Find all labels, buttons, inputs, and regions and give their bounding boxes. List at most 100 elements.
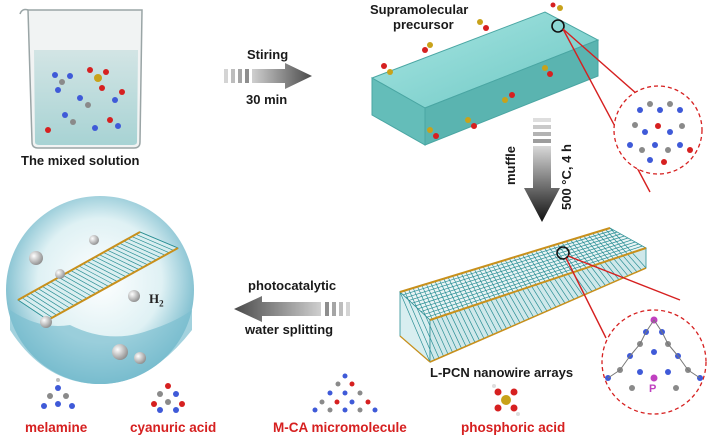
nanowire-strand: [78, 265, 114, 285]
nanowire-strand: [417, 239, 632, 310]
nanowire-strand: [583, 235, 620, 280]
nanowire-strand: [426, 245, 643, 318]
h2-bubble: [55, 269, 65, 279]
stirring-time-label: 30 min: [246, 92, 288, 107]
nanowire-strand: [504, 259, 539, 316]
nanowire-zoom-point: [556, 246, 570, 260]
nanowire-strand: [408, 233, 621, 301]
nanowire-strand: [115, 245, 153, 263]
nanowire-strand: [402, 229, 614, 296]
cyanuric-acid-icon: [151, 383, 185, 413]
nanowire-strand: [592, 233, 629, 277]
h2-bubble: [128, 290, 140, 302]
nanowire-strand: [91, 258, 127, 278]
nanowire-strand: [54, 279, 88, 299]
h2-bubble: [89, 235, 99, 245]
nanowire-strand: [495, 262, 530, 320]
nanowire-strand: [408, 289, 440, 359]
beaker: [19, 8, 143, 149]
nanowire-strand: [482, 266, 516, 325]
nanowire-strand: [74, 267, 109, 287]
nanowire-strand: [517, 255, 552, 310]
precursor-label-line1: Supramolecular: [370, 2, 469, 17]
nanowire-strand: [111, 247, 148, 266]
nanowire-strand: [399, 291, 431, 363]
nanowire-strand: [70, 270, 105, 290]
nanowire-strand: [66, 272, 101, 292]
nanowire-strand: [491, 263, 525, 322]
nanowire-strand: [131, 236, 170, 254]
precursor-block: [370, 2, 600, 146]
nanowire-strand: [38, 288, 70, 309]
nanowire-strand: [605, 229, 642, 271]
h2-bubble: [29, 251, 43, 265]
water-sphere: [6, 196, 194, 384]
calcination-label: 500 °C, 4 h: [559, 144, 574, 210]
nanowire-strand: [123, 240, 161, 258]
nanowire-strand: [411, 235, 625, 304]
stirring-label: Stiring: [247, 47, 289, 62]
mca-icon: [312, 373, 378, 413]
nanowire-strand: [17, 299, 49, 321]
muffle-label: muffle: [503, 146, 518, 185]
nanowire-strand: [103, 252, 140, 270]
phosphoric-acid-icon: [492, 384, 520, 416]
legend-melamine: melamine: [25, 420, 88, 435]
nanowire-strand: [21, 297, 53, 318]
legend-mca: M-CA micromolecule: [273, 420, 407, 435]
pcn-network: [605, 316, 703, 391]
phosphorus-label: P: [649, 383, 657, 395]
h2-bubble: [134, 352, 146, 364]
nanowire-strand: [417, 286, 449, 355]
nanowire-strand: [587, 234, 624, 279]
precursor-label-line2: precursor: [393, 17, 454, 32]
nanowire-strand: [404, 290, 435, 361]
nanowire-strand: [62, 274, 96, 294]
nanowire-strand: [58, 277, 92, 297]
h2-symbol: H: [149, 291, 160, 306]
melamine-icon: [41, 378, 75, 409]
sphere-nanowire-lines: [17, 231, 179, 321]
nanowire-strand: [82, 263, 118, 282]
nanowire-strand: [25, 295, 57, 316]
mixed-solution-label: The mixed solution: [21, 153, 140, 168]
nanowire-strand: [423, 243, 639, 315]
nanowire-strand: [135, 233, 174, 251]
nanowire-strand: [405, 231, 618, 298]
h2-label: H2: [149, 291, 164, 309]
legend-cyanuric-acid: cyanuric acid: [130, 420, 217, 435]
nanowire-strand: [99, 254, 135, 273]
nanowire-strand: [34, 290, 66, 311]
stirring-arrow: [224, 63, 312, 89]
h2-subscript: 2: [159, 298, 164, 309]
legend-phosphoric-acid: phosphoric acid: [461, 420, 566, 435]
photocatalytic-label: photocatalytic: [248, 278, 337, 293]
nanowire-strand: [420, 241, 636, 312]
nanowire-strand: [579, 237, 615, 282]
nanowire-strand: [30, 292, 62, 314]
nanowire-strand: [139, 231, 179, 249]
nanowire-strand: [513, 257, 548, 312]
nanowire-strand: [46, 283, 79, 304]
nanowire-strand: [42, 286, 75, 306]
nanowire-strand: [107, 249, 144, 268]
beaker-molecules: [45, 67, 125, 133]
nanowire-strand: [609, 227, 647, 269]
nanowire-strand: [487, 265, 521, 324]
nanowire-strand: [119, 243, 157, 261]
nanowire-strand: [86, 261, 122, 280]
precursor-zoom-network: [627, 101, 693, 165]
precursor-molecules: [381, 2, 563, 139]
nanowire-zoom-circle: [601, 309, 707, 415]
nanowire-strand: [50, 281, 83, 302]
nanowire-strand: [509, 258, 543, 314]
precursor-zoom-circle: [613, 85, 703, 175]
photocatalysis-arrow: [234, 296, 350, 322]
nanowire-strand: [600, 230, 638, 273]
nanowire-strand: [596, 231, 633, 275]
nanowire-strand: [412, 287, 444, 357]
nanowire-array: [399, 227, 647, 363]
calcination-arrow: [524, 118, 560, 222]
nanowire-strand: [421, 285, 453, 353]
